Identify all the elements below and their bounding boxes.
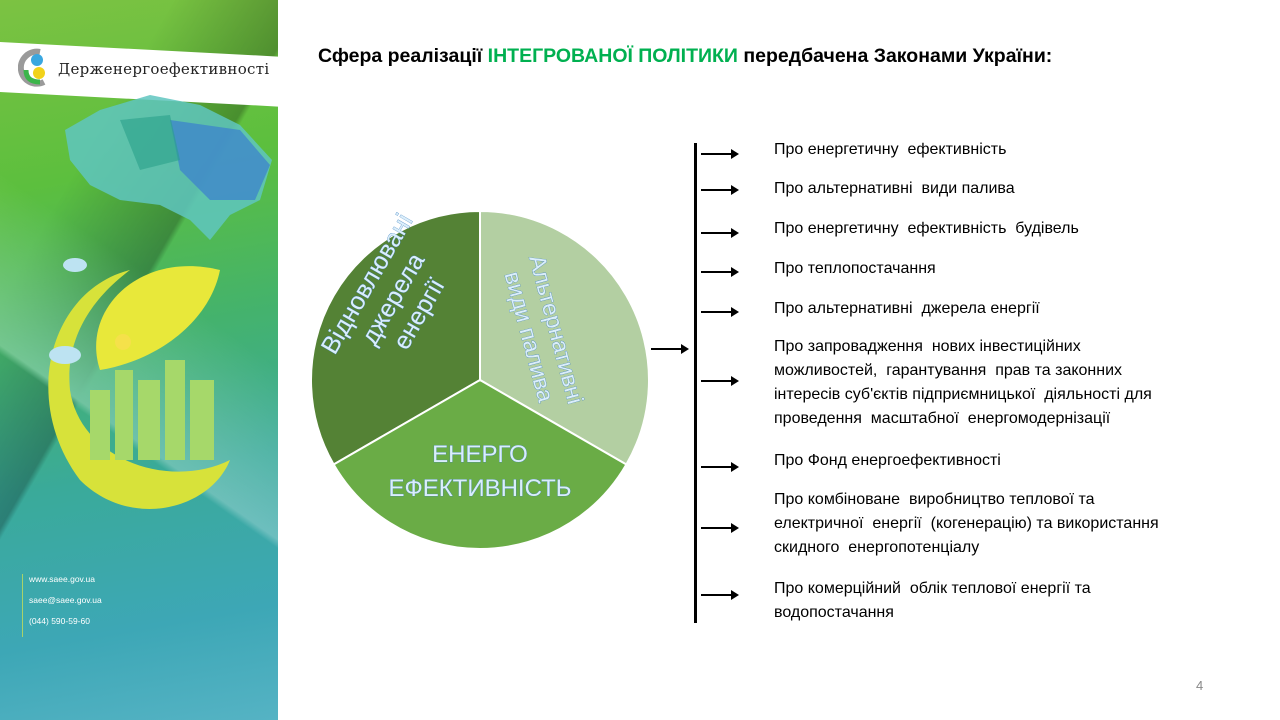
segment-label-line: ЕФЕКТИВНІСТЬ [388,475,571,502]
law-item-line: проведення масштабної енергомодернізації [774,410,1111,427]
law-item-line: Про енергетичну ефективність [774,141,1007,158]
segment-renewable [310,209,481,466]
law-arrow [701,376,739,386]
email-link[interactable]: saee@saee.gov.ua [29,595,102,605]
law-item: Про енергетичну ефективність будівель [774,217,1254,241]
law-item: Про комерційний облік теплової енергії т… [774,577,1254,625]
law-item-line: можливостей, гарантування прав та законн… [774,362,1123,379]
sidebar-banner: Держенергоефективності www.saee.gov.ua s… [0,0,278,720]
website-link[interactable]: www.saee.gov.ua [29,574,95,584]
logo-text: Держенергоефективності [58,60,270,78]
page-number: 4 [1196,678,1204,693]
law-item-line: Про альтернативні види палива [774,180,1015,197]
law-item-line: інтересів суб'єктів підприємницької діял… [774,386,1152,403]
segment-label-line: ЕНЕРГО [432,441,528,468]
law-item-line: Про енергетичну ефективність будівель [774,220,1079,237]
law-arrow [701,228,739,238]
laws-bracket-line [694,143,697,623]
law-item-line: Про запровадження нових інвестиційних [774,338,1081,355]
law-item-line: водопостачання [774,604,894,621]
segment-alternative-fuels [479,209,650,466]
slide-title: Сфера реалізації ІНТЕГРОВАНОЇ ПОЛІТИКИ п… [318,45,1052,68]
law-arrow [701,149,739,159]
law-item-line: Про Фонд енергоефективності [774,452,1001,469]
title-highlight: ІНТЕГРОВАНОЇ ПОЛІТИКИ [487,45,738,67]
law-arrow [701,267,739,277]
eco-city-graphic [48,258,230,509]
title-prefix: Сфера реалізації [318,45,488,67]
law-item-line: скидного енергопотенціалу [774,539,980,556]
law-arrow [701,185,739,195]
law-item-line: Про альтернативні джерела енергії [774,300,1040,317]
law-item: Про альтернативні джерела енергії [774,297,1254,321]
title-suffix: передбачена Законами України: [737,45,1053,67]
law-item: Про теплопостачання [774,257,1254,281]
diagram-arrow [651,344,689,354]
law-arrow [701,523,739,533]
law-arrow [701,590,739,600]
contacts: www.saee.gov.ua saee@saee.gov.ua (044) 5… [22,574,102,637]
law-arrow [701,307,739,317]
ukraine-map-graphic [65,95,272,240]
law-item: Про енергетичну ефективність [774,138,1254,162]
law-item: Про запровадження нових інвестиційних мож… [774,335,1254,431]
law-item-line: Про комерційний облік теплової енергії т… [774,580,1091,597]
phone-number: (044) 590-59-60 [29,616,90,626]
law-arrow [701,462,739,472]
law-item: Про комбіноване виробництво теплової та е… [774,488,1254,560]
law-item-line: Про комбіноване виробництво теплової та [774,491,1095,508]
policy-pie-diagram: Відновлювані джерела енергії Альтернатив… [310,209,650,550]
law-item: Про альтернативні види палива [774,177,1254,201]
segment-energy-efficiency [332,378,628,550]
law-item-line: Про теплопостачання [774,260,936,277]
law-item: Про Фонд енергоефективності [774,449,1254,473]
law-item-line: електричної енергії (когенерацію) та вик… [774,515,1159,532]
logo-icon [18,48,46,87]
